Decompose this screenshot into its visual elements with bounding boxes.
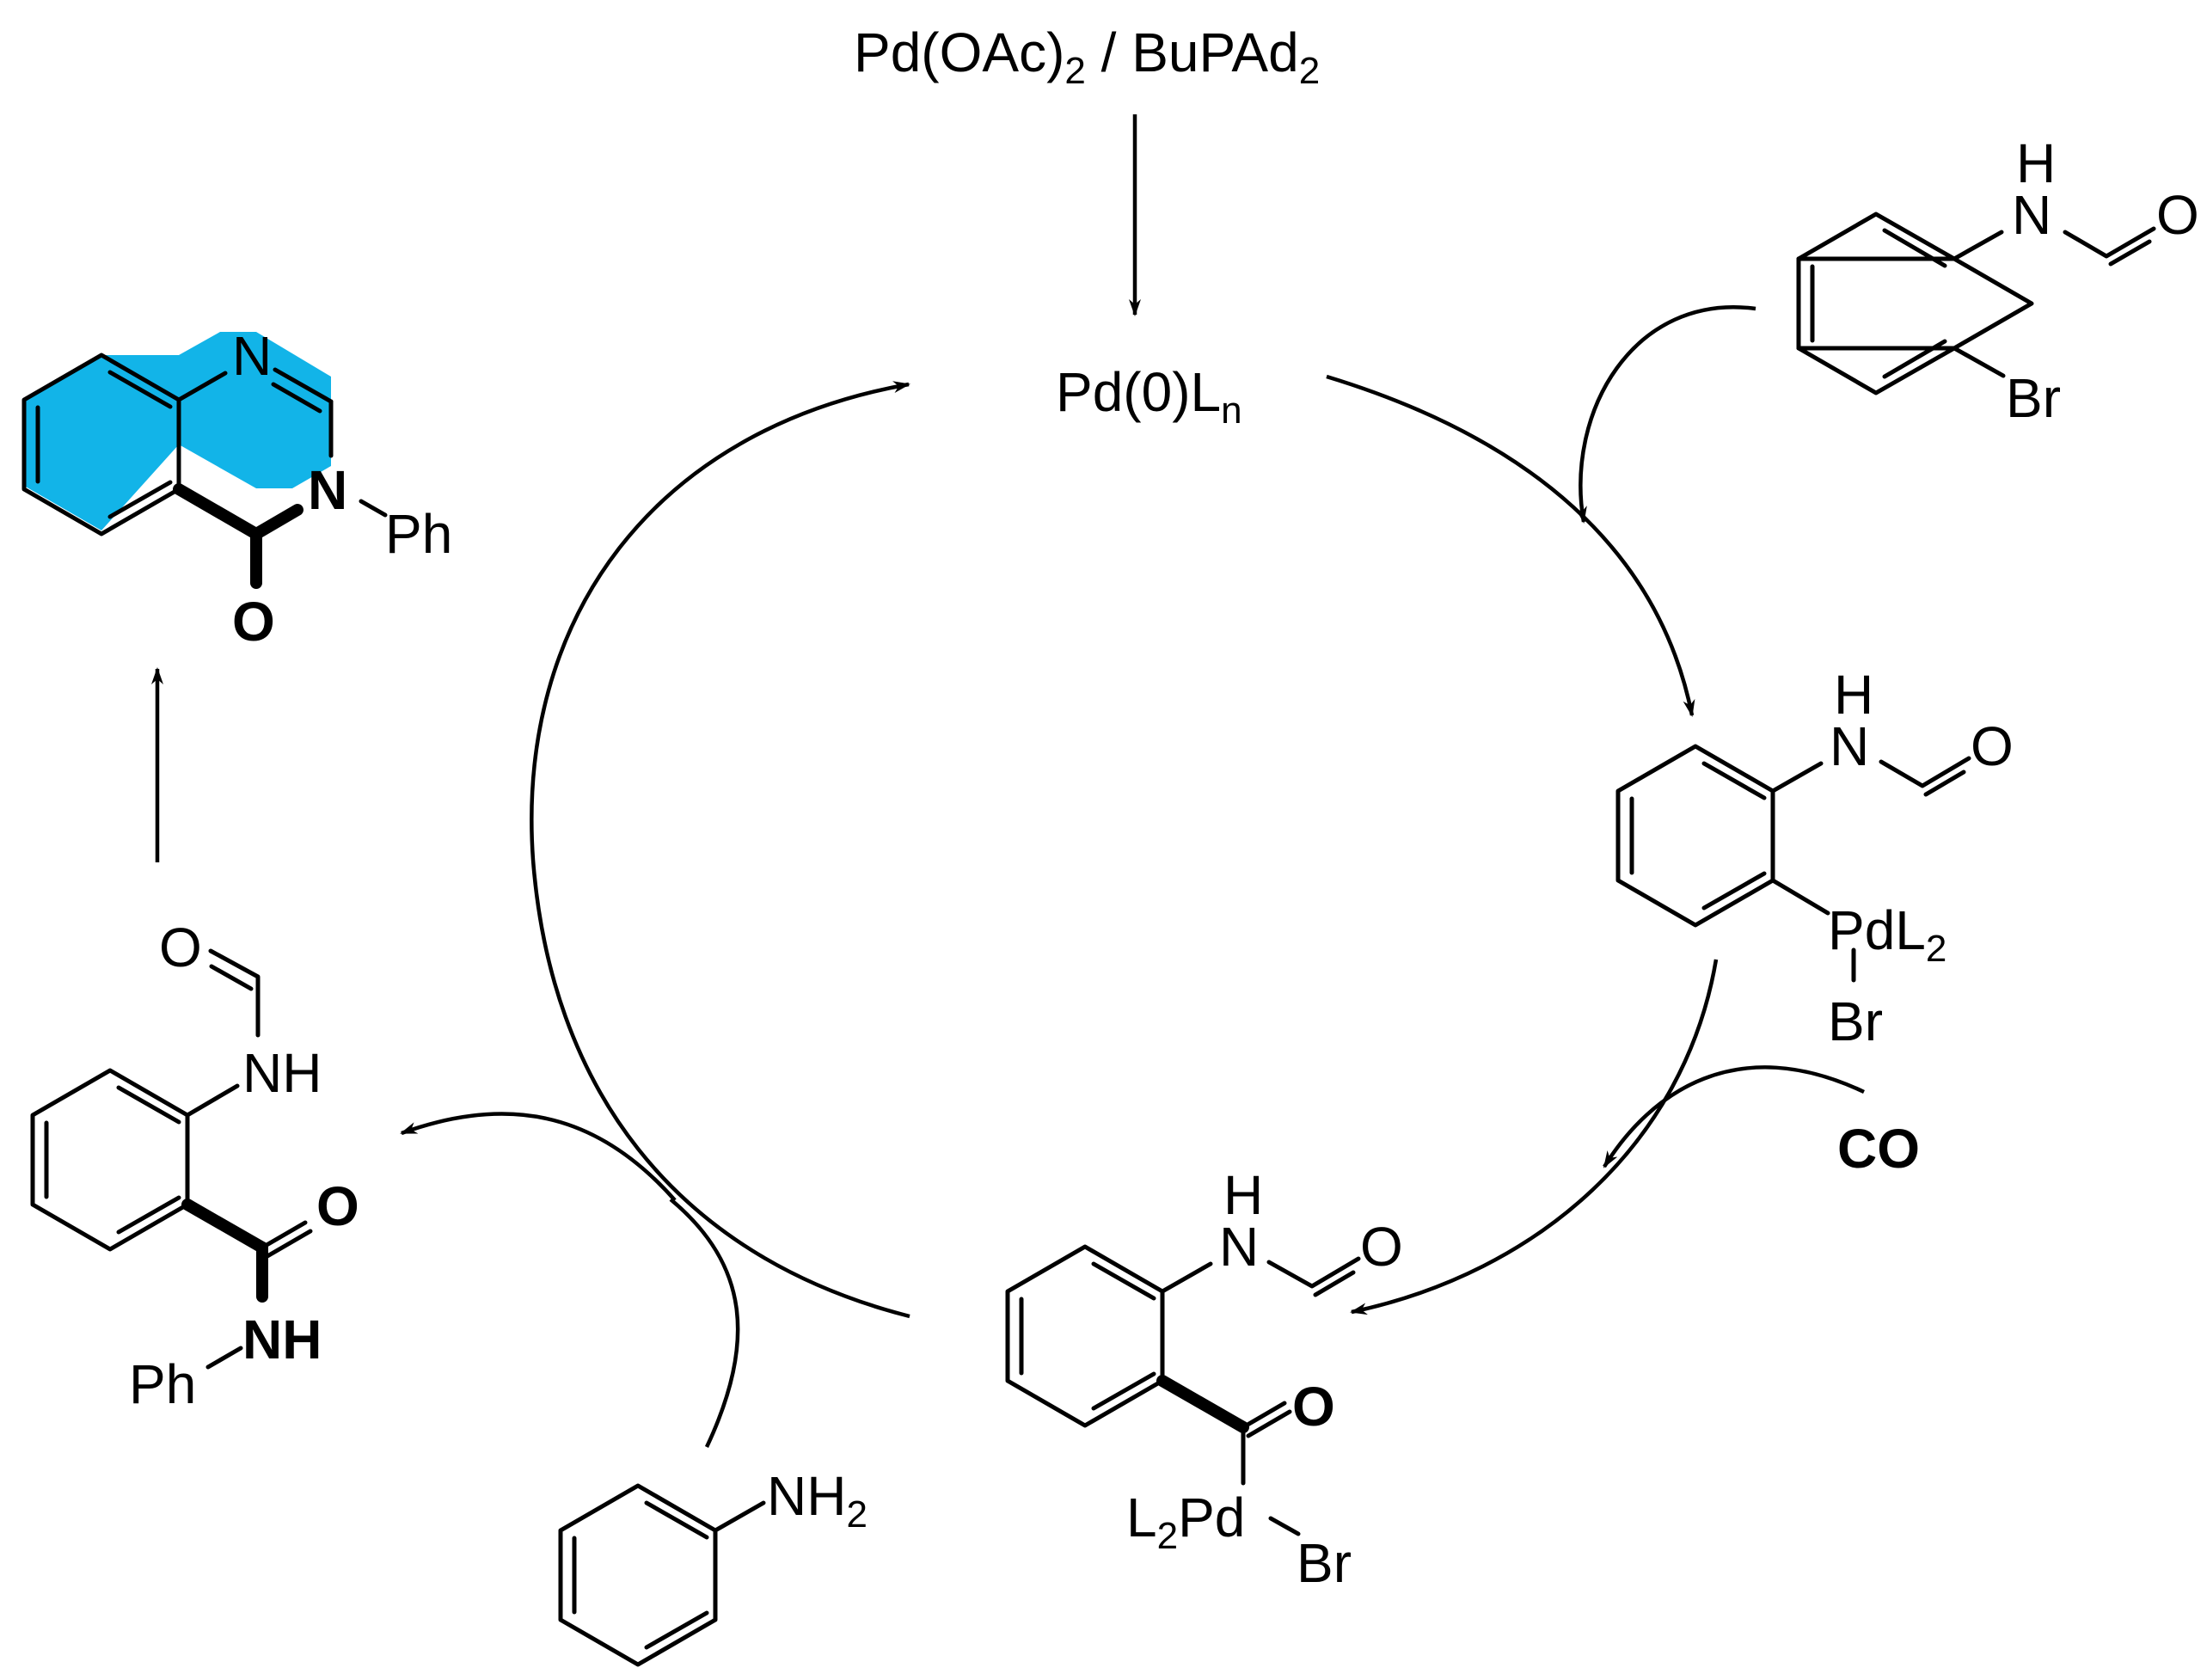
amide-exit-arrow [400, 1112, 677, 1202]
diamide-nh-label: NH [242, 1042, 322, 1104]
oa-br-label: Br [1828, 990, 1883, 1052]
substrate-entry-arrow [1575, 305, 1756, 524]
active-catalyst-label: Pd(0)Ln [1056, 361, 1242, 432]
oa-pd-label: PdL2 [1828, 899, 1946, 970]
co-entry-arrow [1603, 1065, 1865, 1168]
substrate-bromoformanilide: N H O Br [1796, 132, 2199, 429]
diamide-o-amide-label: O [316, 1175, 359, 1237]
oa-h-label: H [1834, 664, 1873, 726]
product-n1-label: N [232, 325, 272, 387]
oa-o-label: O [1971, 715, 2014, 777]
co-insertion-arc [1350, 959, 1719, 1315]
product-ph-label: Ph [385, 503, 452, 565]
acyl-o-formyl-label: O [1360, 1216, 1403, 1278]
product-o-label: O [232, 591, 275, 653]
oxidative-addition-intermediate: N H O PdL2 Br [1615, 664, 2014, 1052]
svg-text:Pd(OAc)2 / BuPAd2: Pd(OAc)2 / BuPAd2 [854, 21, 1320, 92]
aniline-nh2-label: NH2 [767, 1465, 867, 1536]
substrate-h-label: H [2016, 132, 2056, 194]
substrate-br-label: Br [2006, 367, 2061, 429]
substrate-o-label: O [2156, 184, 2199, 246]
diamide-ph-label: Ph [129, 1353, 196, 1415]
oxidative-addition-arc [1326, 374, 1695, 717]
quinazolinone-product: N N Ph O [21, 325, 452, 653]
oa-nh-label: N [1830, 715, 1869, 777]
acyl-palladium-intermediate: N H O O L2Pd Br [1005, 1164, 1403, 1594]
diamide-nh-amide-label: NH [242, 1309, 322, 1370]
aniline-entry-curve [669, 1198, 740, 1448]
co-reagent-label: CO [1837, 1118, 1920, 1180]
catalyst-precursor-label: Pd(OAc)2 / BuPAd2 [854, 21, 1320, 92]
product-n3-label: N [308, 459, 347, 521]
diamide-intermediate: O NH O NH Ph [30, 917, 359, 1415]
acyl-h-label: H [1223, 1164, 1263, 1226]
acyl-nh-label: N [1219, 1216, 1259, 1278]
substrate-nh-label: N [2012, 184, 2051, 246]
aniline-reagent: NH2 [558, 1465, 867, 1667]
acyl-pd-label: L2Pd [1126, 1487, 1245, 1557]
svg-text:Pd(0)Ln: Pd(0)Ln [1056, 361, 1242, 432]
aminolysis-arc [530, 381, 910, 1319]
acyl-br-label: Br [1297, 1532, 1352, 1594]
diamide-o-formyl-label: O [159, 917, 202, 978]
acyl-o-acyl-label: O [1292, 1376, 1335, 1438]
